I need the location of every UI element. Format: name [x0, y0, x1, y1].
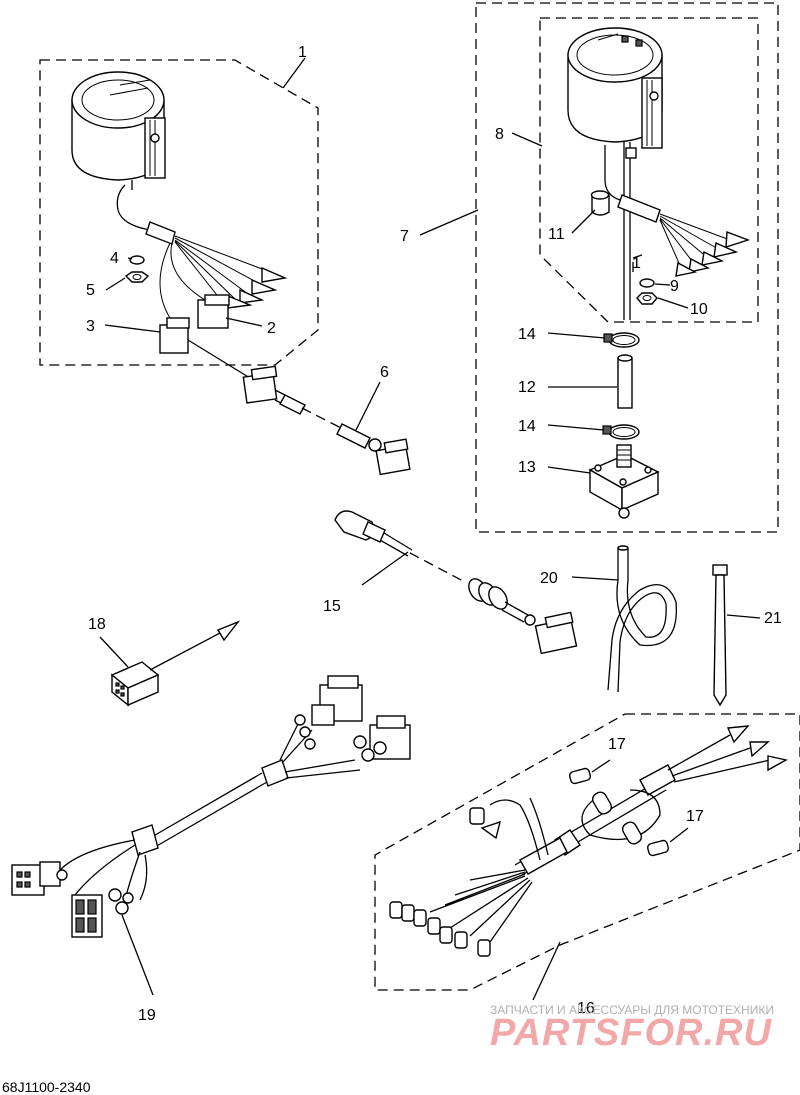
- washer-9: [639, 278, 655, 288]
- tube-12: [617, 354, 633, 409]
- callout-19: 19: [138, 1007, 156, 1024]
- connector-18: [99, 620, 241, 707]
- watermark-tagline: ЗАПЧАСТИ И АКСЕССУАРЫ ДЛЯ МОТОТЕХНИКИ: [490, 1003, 774, 1017]
- callout-14-upper: 14: [518, 326, 536, 343]
- cable-15: [334, 510, 578, 655]
- cable-6: [187, 339, 411, 476]
- callout-labels: 1 2 3 4 5 6 7 8 9 10 11 12 13 14 14 15 1…: [86, 44, 782, 1024]
- callout-13: 13: [518, 459, 536, 476]
- callout-3: 3: [86, 318, 95, 335]
- sensor-13: [588, 444, 660, 519]
- group-7-dashed-outline: [475, 2, 779, 533]
- callout-14-lower: 14: [518, 418, 536, 435]
- callout-17-lower: 17: [686, 808, 704, 825]
- callout-21: 21: [764, 610, 782, 627]
- gauge-1: [71, 71, 166, 181]
- callout-15: 15: [323, 598, 341, 615]
- callout-8: 8: [495, 126, 504, 143]
- watermark: ЗАПЧАСТИ И АКСЕССУАРЫ ДЛЯ МОТОТЕХНИКИ PA…: [490, 1003, 774, 1054]
- callout-5: 5: [86, 282, 95, 299]
- fuse-17-upper: [568, 759, 611, 785]
- callout-1: 1: [298, 44, 307, 61]
- callout-18: 18: [88, 616, 106, 633]
- callout-12: 12: [518, 379, 536, 396]
- gauge-assembly-7: [419, 2, 779, 533]
- diagram-code: 68J1100-2340: [2, 1079, 91, 1095]
- gauge-assembly-1: [39, 57, 319, 366]
- connector-2: [197, 294, 230, 329]
- callout-1-pipe: 1: [632, 255, 641, 272]
- callout-9: 9: [670, 278, 679, 295]
- group-8-dashed-outline: [539, 17, 759, 323]
- callout-10: 10: [690, 301, 708, 318]
- callout-20: 20: [540, 570, 558, 587]
- group-16-dashed-outline: [374, 713, 800, 991]
- callout-7: 7: [400, 228, 409, 245]
- wire-harness-16: [374, 713, 800, 1001]
- clamp-14-upper: [603, 332, 640, 348]
- connector-3: [159, 317, 190, 354]
- callout-17-upper: 17: [608, 736, 626, 753]
- washer-4: [129, 255, 145, 265]
- tube-20: [571, 545, 677, 693]
- cap-11: [590, 190, 610, 216]
- fuse-17-lower: [646, 827, 689, 857]
- gauge-8: [567, 27, 663, 149]
- callout-16: 16: [577, 1000, 595, 1017]
- nut-10: [636, 292, 658, 305]
- group-1-dashed-outline: [39, 59, 319, 366]
- harness-19: [11, 675, 411, 996]
- callout-2: 2: [267, 320, 276, 337]
- callout-11: 11: [548, 226, 565, 243]
- callout-4: 4: [110, 250, 119, 267]
- watermark-brand: PARTSFOR.RU: [490, 1012, 772, 1054]
- nut-5: [124, 271, 150, 283]
- cable-tie-21: [712, 564, 761, 707]
- callout-6: 6: [380, 364, 389, 381]
- clamp-14-lower: [602, 424, 640, 440]
